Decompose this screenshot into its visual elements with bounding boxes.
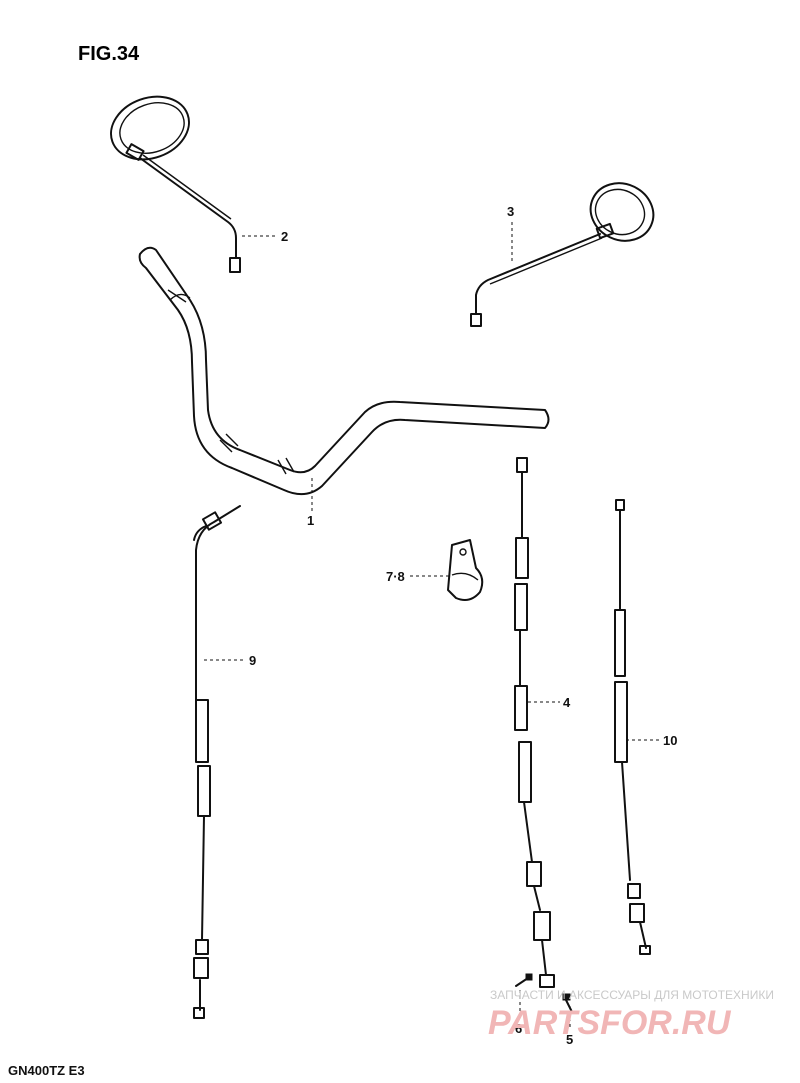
handlebar — [138, 246, 550, 496]
right-cable — [614, 499, 651, 955]
watermark-caption: ЗАПЧАСТИ И АКСЕССУАРЫ ДЛЯ МОТОТЕХНИКИ — [490, 988, 774, 1002]
callout-4: 4 — [563, 695, 571, 710]
throttle-cable — [193, 505, 241, 1019]
callout-78: 7·8 — [386, 569, 405, 584]
callout-6: 6 — [515, 1021, 522, 1036]
left-mirror — [110, 95, 241, 273]
callout-5: 5 — [566, 1032, 573, 1047]
watermark-logo: PARTSFOR.RU — [488, 1004, 732, 1042]
callout-3: 3 — [507, 204, 514, 219]
callout-1: 1 — [307, 513, 314, 528]
right-mirror — [470, 182, 655, 327]
figure-title: FIG.34 — [78, 43, 140, 65]
center-cable — [514, 457, 573, 1013]
callout-2: 2 — [281, 229, 288, 244]
callout-10: 10 — [663, 733, 677, 748]
cable-clamp — [447, 539, 484, 601]
callout-9: 9 — [249, 653, 256, 668]
model-code: GN400TZ E3 — [8, 1063, 85, 1078]
